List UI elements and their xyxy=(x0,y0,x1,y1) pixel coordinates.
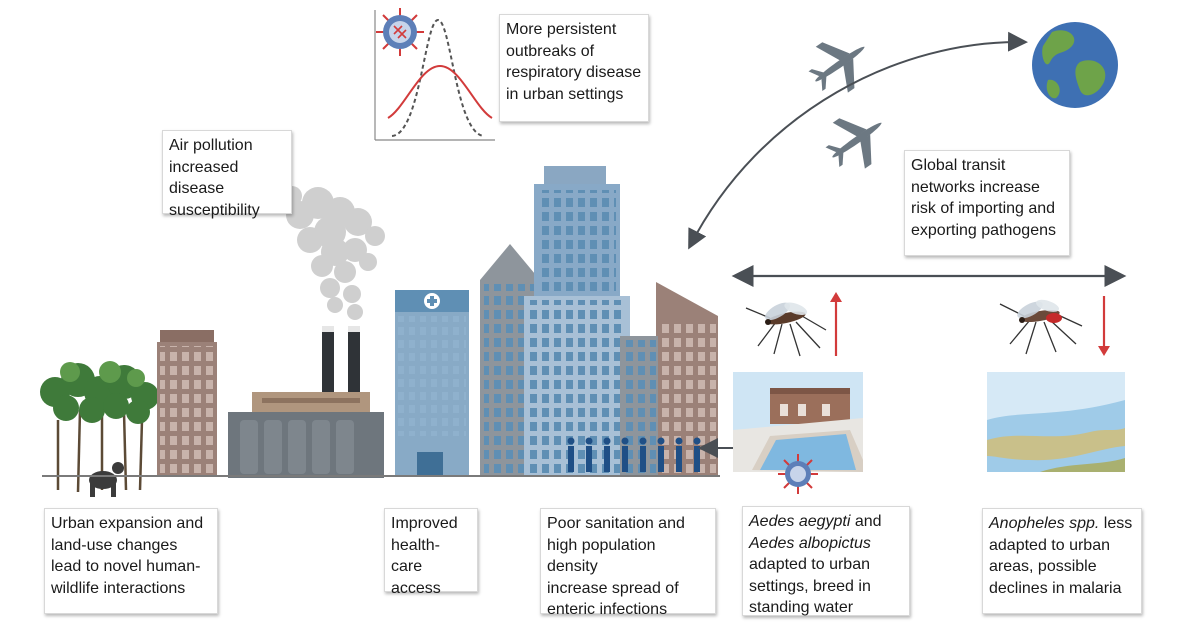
callout-line: More persistent xyxy=(506,21,617,38)
callout-line: health-care xyxy=(391,536,440,576)
factory-icon xyxy=(228,326,384,478)
callout-text: and xyxy=(850,513,882,530)
anopheles-callout: Anopheles spp. less adapted to urban are… xyxy=(982,508,1142,614)
callout-line: wildlife interactions xyxy=(51,579,186,597)
callout-line: increase spread of xyxy=(547,579,679,597)
callout-line: networks increase xyxy=(911,178,1040,196)
callout-line: increased disease xyxy=(169,158,239,198)
airplane-icon xyxy=(808,42,865,93)
increase-arrow-head xyxy=(830,292,842,302)
outbreak-curve-chart xyxy=(374,10,495,141)
callout-line: land-use changes xyxy=(51,536,178,554)
callout-line: risk of importing and xyxy=(911,200,1056,217)
river-scene xyxy=(987,372,1125,472)
brick-building xyxy=(157,330,217,476)
callout-line: adapted to urban xyxy=(989,536,1110,554)
aedes-callout: Aedes aegypti and Aedes albopictus adapt… xyxy=(742,506,910,616)
airplane-icon xyxy=(825,118,882,169)
sanitation-callout: Poor sanitation and high population dens… xyxy=(540,508,716,618)
healthcare-callout: Improved health-care access xyxy=(384,508,478,597)
virus-icon xyxy=(778,454,818,494)
mosquito-icon xyxy=(999,299,1083,355)
mosquito-icon xyxy=(745,302,827,357)
callout-line: declines in malaria xyxy=(989,579,1122,597)
callout-line: areas, possible xyxy=(989,558,1097,575)
urban-expansion-callout: Urban expansion and land-use changes lea… xyxy=(44,508,218,614)
virus-icon xyxy=(376,8,424,56)
callout-line: enteric infections xyxy=(547,601,668,618)
globe-icon xyxy=(1032,22,1118,108)
callout-line: Poor sanitation and xyxy=(547,515,685,532)
transit-callout: Global transit networks increase risk of… xyxy=(904,150,1070,256)
species-name: Aedes albopictus xyxy=(749,534,871,552)
air-pollution-callout: Air pollution increased disease suscepti… xyxy=(162,130,292,219)
callout-line: lead to novel human- xyxy=(51,558,201,575)
respiratory-callout: More persistent outbreaks of respiratory… xyxy=(499,14,649,122)
species-name: Anopheles spp. xyxy=(989,515,1100,532)
smoke-cloud xyxy=(282,186,385,320)
callout-line: Global transit xyxy=(911,157,1006,174)
callout-line: Improved xyxy=(391,515,458,532)
callout-line: susceptibility xyxy=(169,201,260,219)
city-towers xyxy=(480,166,718,476)
callout-line: high population density xyxy=(547,536,656,576)
people-icon xyxy=(567,437,701,472)
callout-line: in urban settings xyxy=(506,85,624,103)
callout-line: adapted to urban xyxy=(749,556,870,573)
hospital-cross-icon xyxy=(424,293,440,309)
callout-line: Urban expansion and xyxy=(51,515,204,532)
callout-line: respiratory disease xyxy=(506,64,642,81)
callout-line: Anopheles spp. less xyxy=(989,513,1135,535)
callout-line: exporting pathogens xyxy=(911,221,1056,239)
broad-outbreak-curve xyxy=(387,64,493,119)
decrease-arrow-head xyxy=(1098,346,1110,356)
hospital-building xyxy=(395,290,469,476)
transit-arrow xyxy=(688,31,1028,250)
callout-text: less xyxy=(1099,515,1133,532)
narrow-outbreak-curve xyxy=(391,18,485,137)
species-name: Aedes aegypti xyxy=(749,513,851,530)
callout-line: access xyxy=(391,579,441,597)
tree-icon xyxy=(40,361,159,493)
callout-line: settings, breed in xyxy=(749,577,871,595)
callout-line: outbreaks of xyxy=(506,42,595,60)
callout-line: standing water xyxy=(749,599,854,616)
callout-line: Air pollution xyxy=(169,137,253,154)
ape-icon xyxy=(89,462,124,497)
callout-line: Aedes aegypti and xyxy=(749,511,903,533)
